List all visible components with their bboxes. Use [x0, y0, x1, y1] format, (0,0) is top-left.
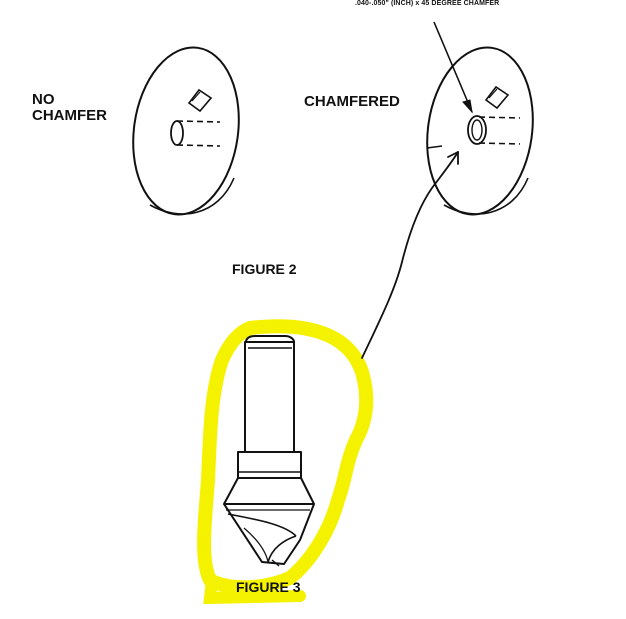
- figure-3-caption: FIGURE 3: [236, 579, 301, 595]
- chamfered-disc: [426, 46, 534, 216]
- no-chamfer-disc: [132, 46, 240, 216]
- chamfered-label: CHAMFERED: [304, 93, 400, 110]
- no-chamfer-label-line2: CHAMFER: [32, 106, 107, 124]
- figure-2-caption: FIGURE 2: [232, 261, 297, 277]
- chamfer-leader-arrow: [433, 21, 473, 114]
- hand-drawn-arrow: [361, 151, 459, 359]
- yellow-highlight-underline: [203, 574, 306, 605]
- no-chamfer-label-line1: NO: [32, 91, 55, 108]
- no-chamfer-label: NO CHAMFER: [32, 92, 107, 124]
- yellow-highlight-stroke: [197, 319, 374, 595]
- countersink-tool: [223, 335, 315, 567]
- chamfer-spec-note: .040-.050" (INCH) x 45 DEGREE CHAMFER: [355, 0, 500, 7]
